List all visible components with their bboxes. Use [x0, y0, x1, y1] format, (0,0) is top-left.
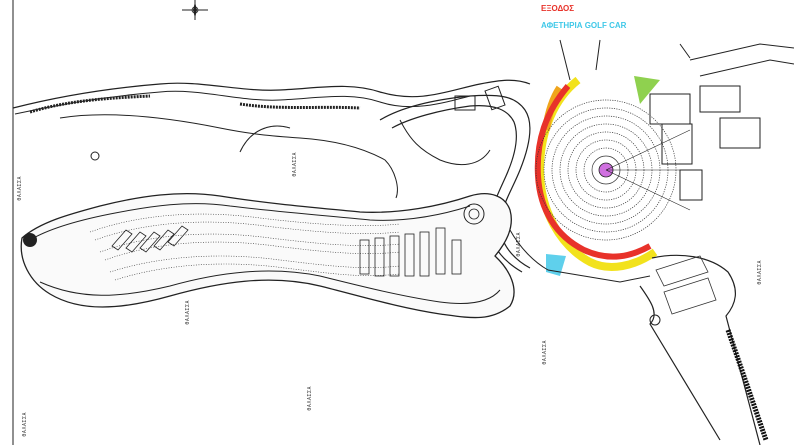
- roundabout-peninsula-inner: [468, 208, 480, 220]
- sea-label: ΘΑΛΑΣΣΑ: [17, 176, 23, 201]
- pier-breakwater: [725, 329, 769, 441]
- pier-south-edge: [639, 285, 721, 441]
- sea-label: ΘΑΛΑΣΣΑ: [516, 232, 522, 257]
- sea-label: ΘΑΛΑΣΣΑ: [542, 340, 548, 365]
- pier-north-edge: [651, 254, 761, 445]
- building-kiosk: [484, 85, 506, 111]
- sea-label: ΘΑΛΑΣΣΑ: [22, 412, 28, 437]
- roundabout-west: [90, 151, 100, 161]
- parking-grid-southeast: [655, 255, 717, 315]
- buildings-east: [649, 43, 794, 201]
- coastline-inner: [14, 90, 471, 115]
- sea-label: ΘΑΛΑΣΣΑ: [307, 386, 313, 411]
- amphitheatre: [534, 76, 700, 276]
- coastline-rocks-1: [29, 94, 151, 114]
- sea-label: ΘΑΛΑΣΣΑ: [292, 152, 298, 177]
- coastline-outer: [12, 79, 531, 109]
- peninsula-tip-marker: [23, 233, 37, 247]
- access-road-spur: [399, 119, 491, 166]
- legend-golf-car-label: ΑΦΕΤΗΡΙΑ GOLF CAR: [541, 21, 627, 30]
- peninsula-road-south: [39, 270, 501, 304]
- parking-vertical-bays: [359, 227, 462, 277]
- sea-label: ΘΑΛΑΣΣΑ: [757, 260, 763, 285]
- peninsula-road-north: [29, 203, 471, 241]
- north-structures: [559, 39, 691, 81]
- exit-red-band: [534, 84, 652, 260]
- green-zone: [634, 76, 660, 104]
- coastline-rocks-2: [239, 102, 361, 110]
- plaza-access-road: [509, 229, 651, 283]
- compass-rose-icon: [182, 0, 208, 20]
- building-gatehouse: [454, 95, 476, 111]
- legend: ΕΞΟΔΟΣ ΑΦΕΤΗΡΙΑ GOLF CAR: [541, 0, 626, 34]
- peninsula-outline: [20, 192, 515, 319]
- sea-label: ΘΑΛΑΣΣΑ: [185, 300, 191, 325]
- parking-diagonal-bays: [111, 225, 189, 253]
- entrance-yellow-band: [535, 76, 658, 271]
- curved-path: [239, 125, 291, 153]
- pier-bollard: [649, 314, 661, 326]
- legend-exit-label: ΕΞΟΔΟΣ: [541, 4, 575, 13]
- parking-rows-peninsula: [89, 213, 401, 281]
- roundabout-peninsula: [463, 203, 485, 225]
- park-boundary: [59, 114, 398, 199]
